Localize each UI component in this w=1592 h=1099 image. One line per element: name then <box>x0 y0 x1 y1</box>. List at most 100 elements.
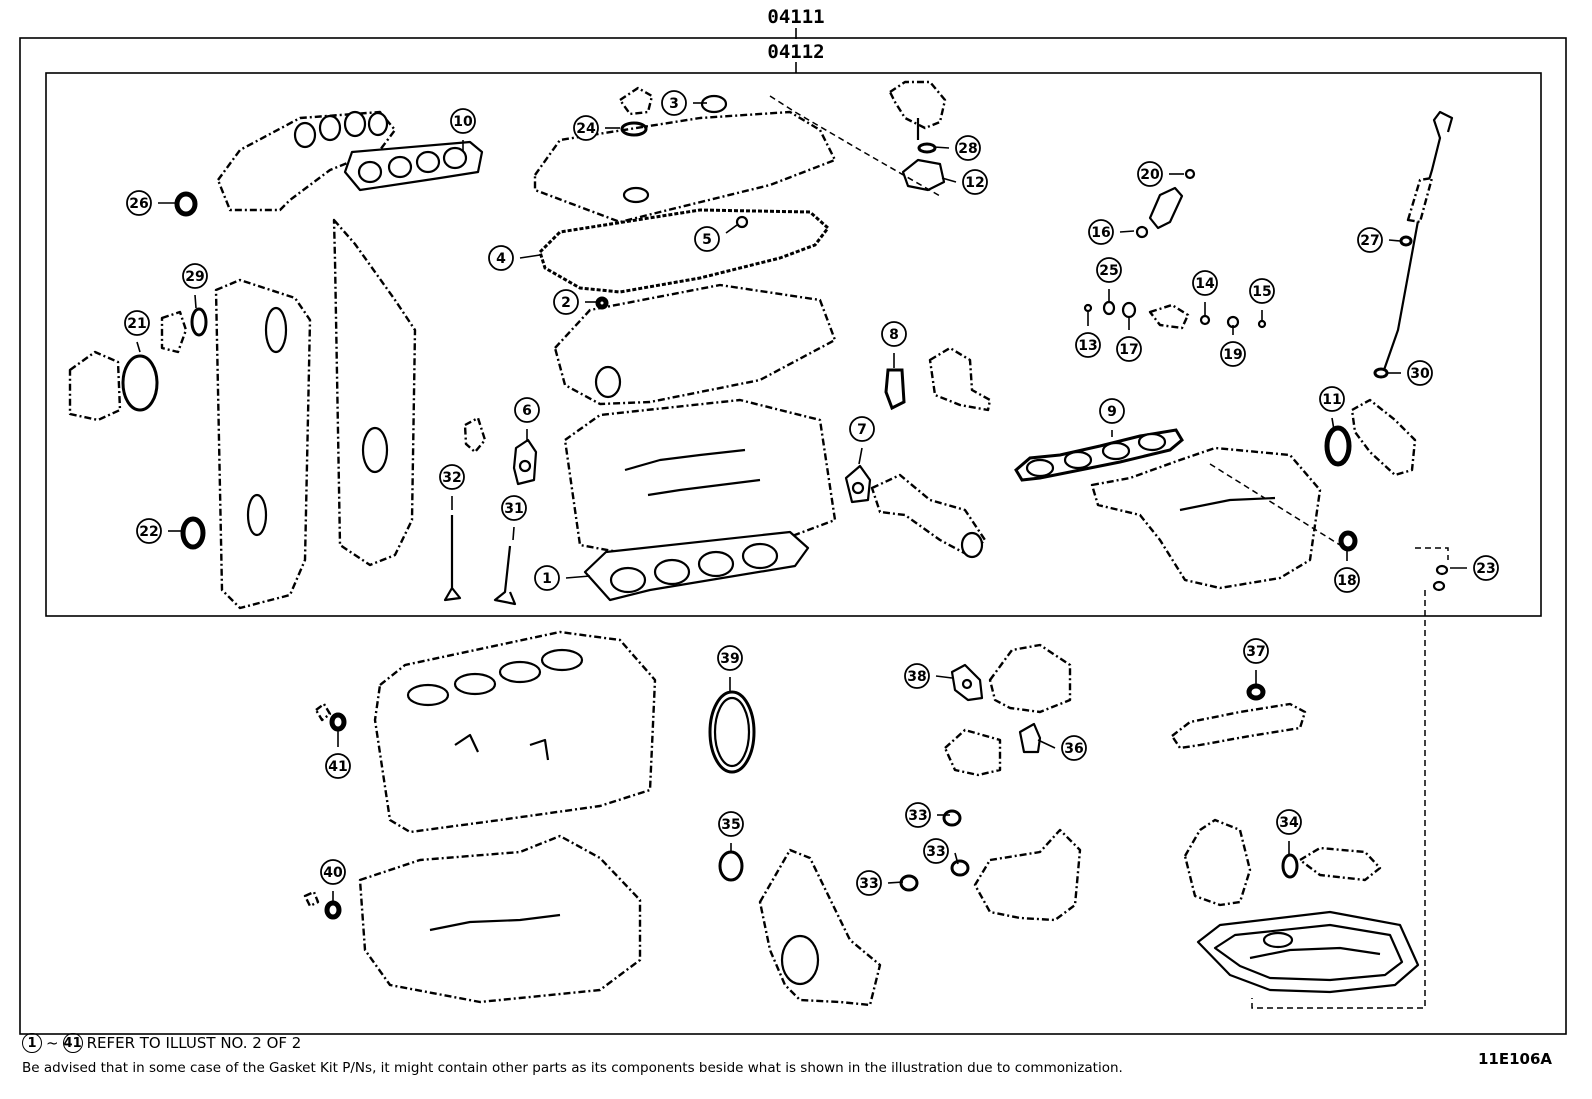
oil-seal-22 <box>180 516 206 550</box>
cap-gasket-3 <box>700 94 728 114</box>
callout-circle <box>717 645 743 671</box>
throttle-body <box>1350 398 1417 477</box>
callout-21: 21 <box>124 310 150 353</box>
gasket-36 <box>1018 722 1042 754</box>
callout-number: 7 <box>857 422 867 438</box>
oil-pipe-right <box>1298 846 1382 882</box>
callout-circle <box>136 518 162 544</box>
outer-kit-frame <box>19 37 1567 1035</box>
valve-32 <box>443 515 462 602</box>
callout-circle <box>182 263 208 289</box>
callout-number: 28 <box>958 141 977 157</box>
timing-cover-left <box>214 278 312 610</box>
callout-number: 4 <box>496 251 506 267</box>
callout-leader <box>887 881 904 884</box>
callout-23: 23 <box>1450 555 1499 581</box>
callout-28: 28 <box>933 135 981 161</box>
callout-number: 8 <box>889 327 899 343</box>
callout-leader <box>935 675 953 679</box>
figure-id: 11E106A <box>1478 1050 1553 1068</box>
plug-40 <box>303 890 342 920</box>
callout-number: 1 <box>542 571 552 587</box>
callout-number: 13 <box>1078 338 1097 354</box>
oil-filler-cap <box>618 86 654 116</box>
camshaft-housing <box>553 283 837 406</box>
water-pump-upper <box>988 643 1072 714</box>
callout-27: 27 <box>1357 227 1401 253</box>
callout-number: 22 <box>139 524 158 540</box>
callout-number: 11 <box>1322 392 1341 408</box>
callout-circle <box>1220 341 1246 367</box>
oil-pan <box>1196 910 1420 994</box>
callout-22: 22 <box>136 518 182 544</box>
gasket-12 <box>901 158 946 192</box>
callout-leader <box>136 341 141 353</box>
callout-circle <box>1334 567 1360 593</box>
callout-number: 33 <box>859 876 878 892</box>
refer-text: REFER TO ILLUST NO. 2 OF 2 <box>86 1034 302 1052</box>
callout-33: 33 <box>923 838 959 865</box>
callout-circle <box>1096 257 1122 283</box>
callout-circle <box>1243 638 1269 664</box>
callout-number: 25 <box>1099 263 1118 279</box>
callout-16: 16 <box>1088 219 1135 245</box>
outer-kit-code: 04111 <box>767 6 824 28</box>
callout-number: 33 <box>908 808 927 824</box>
small-gasket-center <box>463 416 487 454</box>
callout-7: 7 <box>849 416 875 465</box>
callout-1: 1 <box>534 565 591 591</box>
sensor-20 <box>1184 168 1196 180</box>
callout-number: 2 <box>561 295 571 311</box>
callout-circle <box>1099 398 1125 424</box>
callout-circle <box>718 811 744 837</box>
callout-circle <box>923 838 949 864</box>
callout-number: 37 <box>1246 644 1265 660</box>
head-cover-gasket <box>538 208 831 294</box>
cylinder-head-cover <box>533 110 837 224</box>
callout-number: 17 <box>1119 342 1138 358</box>
callout-35: 35 <box>718 811 744 853</box>
oil-filter-bracket <box>973 828 1082 922</box>
callout-circle <box>904 663 930 689</box>
small-cover-left <box>68 350 122 422</box>
callout-circle <box>1407 360 1433 386</box>
cylinder-block <box>373 630 657 834</box>
callout-41: 41 <box>325 730 351 779</box>
gasket-8 <box>884 368 906 411</box>
callout-number: 34 <box>1279 815 1299 831</box>
callout-circle <box>501 495 527 521</box>
seal-37 <box>1246 683 1266 701</box>
callout-number: 27 <box>1360 233 1379 249</box>
sensor-14 <box>1148 303 1211 330</box>
intake-manifold-upper-left <box>216 110 397 212</box>
callout-circle <box>1357 227 1383 253</box>
inner-kit-frame <box>45 72 1542 617</box>
callout-leader <box>512 526 515 541</box>
callout-number: 41 <box>328 759 347 775</box>
dashed-group-oil-pan <box>1251 547 1449 1009</box>
callout-number: 9 <box>1107 404 1117 420</box>
callout-40: 40 <box>320 859 346 905</box>
callout-number: 10 <box>453 114 473 130</box>
callout-number: 26 <box>129 196 148 212</box>
callout-leader <box>1331 417 1335 431</box>
ring-18 <box>1338 530 1358 552</box>
callout-number: 3 <box>669 96 679 112</box>
clips-23 <box>1432 564 1449 592</box>
callout-circle <box>439 464 465 490</box>
oil-pump-housing <box>758 848 882 1007</box>
o-ring-29 <box>190 307 208 337</box>
callout-circle <box>661 90 687 116</box>
intake-manifold-gasket-9 <box>1014 428 1184 482</box>
intake-manifold <box>1090 446 1322 590</box>
callout-circle <box>488 245 514 271</box>
throttle-gasket-11 <box>1324 425 1352 467</box>
callout-circle <box>905 802 931 828</box>
callout-29: 29 <box>182 263 208 309</box>
callout-circle <box>1061 735 1087 761</box>
water-outlet-gasket-7 <box>844 464 872 504</box>
callout-circle <box>1088 219 1114 245</box>
illustration-reference-note: 1 ~ 41 REFER TO ILLUST NO. 2 OF 2 <box>22 1033 301 1053</box>
callout-circle <box>320 859 346 885</box>
callout-number: 21 <box>127 316 146 332</box>
